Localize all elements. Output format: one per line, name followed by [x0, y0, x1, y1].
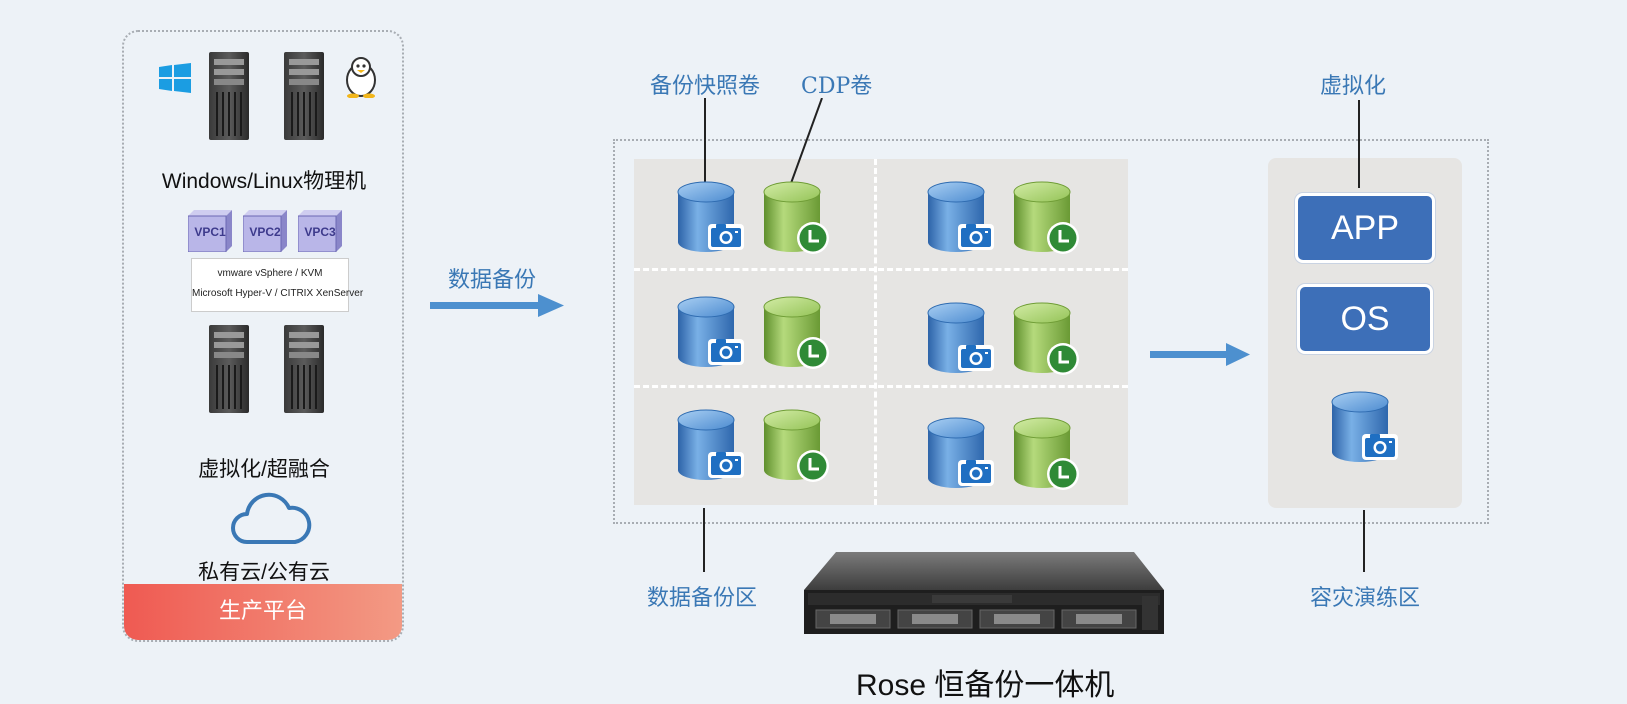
virtual-host-tower-1	[207, 323, 251, 415]
cloud-label: 私有云/公有云	[198, 561, 330, 584]
snapshot-volume-icon	[924, 180, 996, 256]
snapshot-volume-label: 备份快照卷	[650, 74, 761, 99]
vpc-cube-1: VPC1	[188, 210, 232, 252]
cdp-volume-label: CDP卷	[801, 74, 873, 99]
volume-leader-lines	[704, 98, 823, 187]
dr-virtualization-label: 虚拟化	[1320, 74, 1387, 99]
vpc-cube-3: VPC3	[298, 210, 342, 252]
snapshot-volume-icon	[924, 416, 996, 492]
cloud-icon	[231, 492, 312, 544]
restore-flow-arrow	[1150, 343, 1250, 366]
vpc-label: VPC3	[304, 225, 336, 239]
physical-server-tower-2	[282, 50, 326, 142]
production-platform-footer: 生产平台	[124, 584, 402, 640]
snapshot-volume-icon	[924, 301, 996, 377]
dr-virtualization-leader-line	[1358, 100, 1360, 188]
data-backup-arrow-label: 数据备份	[448, 268, 537, 293]
backup-zone-divider-vertical	[874, 159, 877, 505]
app-box: APP	[1295, 193, 1435, 263]
virtual-host-tower-2	[282, 323, 326, 415]
backup-zone-divider-row-2	[634, 385, 1128, 388]
snapshot-volume-icon	[674, 408, 746, 484]
vpc-label: VPC2	[249, 225, 281, 239]
physical-server-tower-1	[207, 50, 251, 142]
cdp-volume-icon	[760, 408, 832, 484]
backup-zone-divider-row-1	[634, 268, 1128, 271]
physical-machine-label: Windows/Linux物理机	[161, 170, 367, 193]
cdp-volume-icon	[1010, 416, 1082, 492]
appliance-title: Rose 恒备份一体机	[856, 669, 1115, 702]
hypervisor-vendors-box: vmware vSphere / KVM Microsoft Hyper-V /…	[191, 258, 364, 312]
vpc-cube-2: VPC2	[243, 210, 287, 252]
snapshot-volume-icon	[674, 180, 746, 256]
backup-zone-leader-line	[703, 508, 705, 572]
production-platform-panel: 生产平台	[122, 30, 404, 642]
snapshot-volume-icon	[674, 295, 746, 371]
vpc-label: VPC1	[194, 225, 226, 239]
cdp-volume-icon	[760, 180, 832, 256]
cdp-volume-icon	[1010, 180, 1082, 256]
cdp-volume-icon	[1010, 301, 1082, 377]
os-box: OS	[1297, 284, 1433, 354]
backup-zone-label: 数据备份区	[647, 586, 758, 611]
virtualization-hci-label: 虚拟化/超融合	[198, 458, 330, 481]
dr-zone-label: 容灾演练区	[1310, 586, 1421, 611]
vendor-line-2: Microsoft Hyper-V / CITRIX XenServer	[192, 288, 364, 299]
dr-zone-leader-line	[1363, 510, 1365, 572]
vendor-line-1: vmware vSphere / KVM	[217, 268, 323, 279]
linux-penguin-icon	[346, 57, 376, 98]
appliance-outline	[613, 139, 1489, 524]
dr-snapshot-volume-icon	[1328, 390, 1400, 466]
rack-server-appliance	[804, 552, 1164, 634]
backup-flow-arrow	[430, 294, 564, 317]
cdp-volume-icon	[760, 295, 832, 371]
windows-icon	[159, 63, 191, 93]
